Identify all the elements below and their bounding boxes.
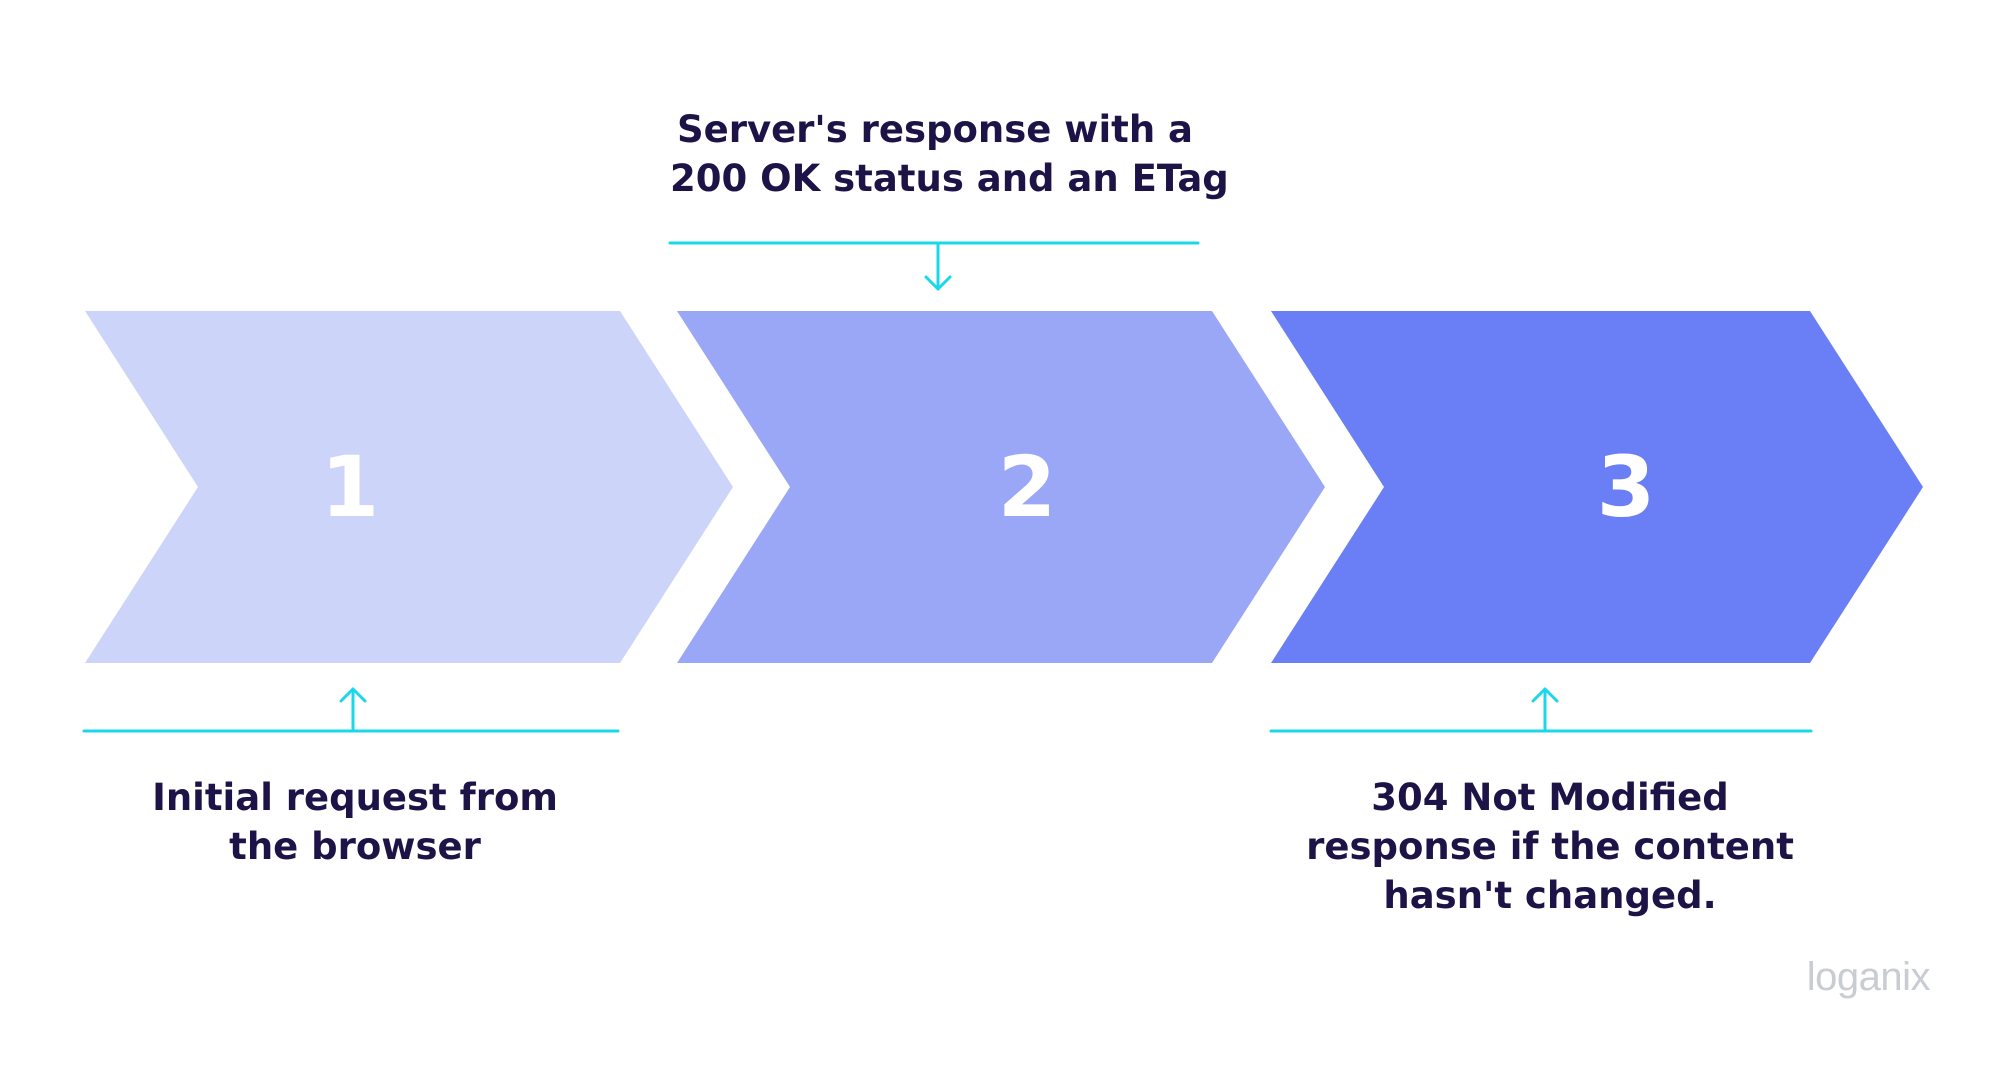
- step-3-caption-line: 304 Not Modified: [1371, 776, 1729, 819]
- step-3-caption: 304 Not Modified response if the content…: [1280, 773, 1820, 920]
- step-3-connector: [1269, 687, 1813, 733]
- step-1-caption-line: Initial request from: [152, 776, 558, 819]
- up-arrow-icon: [1531, 687, 1559, 703]
- step-2-connector: [668, 241, 1200, 291]
- step-2-number: 2: [998, 438, 1056, 536]
- step-2-chevron: [677, 311, 1325, 663]
- step-2-caption: Server's response with a 200 OK status a…: [670, 105, 1229, 203]
- step-1-connector: [82, 687, 620, 733]
- up-arrow-icon: [339, 687, 367, 703]
- step-1-number: 1: [321, 438, 379, 536]
- step-2-caption-line: Server's response with a: [676, 108, 1194, 151]
- step-1-caption-line: the browser: [229, 825, 481, 868]
- step-1-caption: Initial request from the browser: [90, 773, 620, 871]
- down-arrow-icon: [924, 275, 952, 291]
- step-3-number: 3: [1597, 438, 1655, 536]
- step-3-chevron: [1271, 311, 1923, 663]
- step-2-caption-line: 200 OK status and an ETag: [670, 157, 1229, 200]
- step-3-caption-line: response if the content: [1306, 825, 1794, 868]
- step-1-chevron: [85, 311, 733, 663]
- step-3-caption-line: hasn't changed.: [1383, 874, 1717, 917]
- brand-logo: loganix: [1806, 955, 1931, 999]
